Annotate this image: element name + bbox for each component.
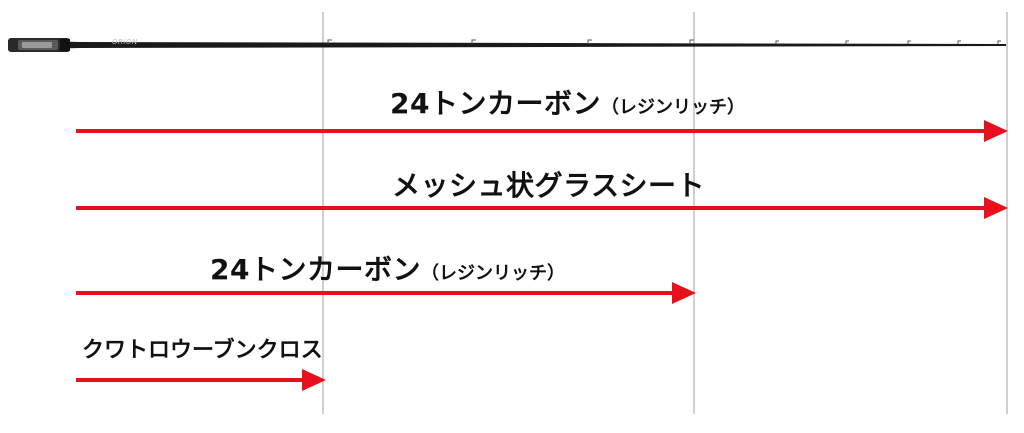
layer-3-label-main: 24トンカーボン xyxy=(210,253,421,286)
layer-1-arrow xyxy=(76,120,1008,142)
layer-1-label-sub: （レジンリッチ） xyxy=(600,97,745,118)
layer-2-arrow-head xyxy=(984,197,1008,219)
layer-4-label: クワトロウーブンクロス xyxy=(82,340,323,362)
layer-3-label: 24トンカーボン（レジンリッチ） xyxy=(210,256,565,284)
layer-1-arrow-shaft xyxy=(76,129,986,133)
layer-2-arrow xyxy=(76,197,1008,219)
layer-3-label-sub: （レジンリッチ） xyxy=(420,263,565,284)
layer-4-arrow-head xyxy=(302,369,326,391)
layer-1-label: 24トンカーボン（レジンリッチ） xyxy=(390,90,745,118)
layer-2-label-main: メッシュ状グラスシート xyxy=(392,169,705,202)
guide-line-1 xyxy=(322,12,324,414)
layer-3-arrow xyxy=(76,282,696,304)
layer-2-arrow-shaft xyxy=(76,206,986,210)
layer-4-arrow xyxy=(76,369,326,391)
rod-brand-text: ORION xyxy=(112,38,138,46)
fishing-rod-image xyxy=(8,38,1006,52)
layer-1-arrow-head xyxy=(984,120,1008,142)
layer-2-label: メッシュ状グラスシート xyxy=(392,172,705,200)
layer-1-label-main: 24トンカーボン xyxy=(390,87,601,120)
layer-4-label-main: クワトロウーブンクロス xyxy=(82,338,323,363)
layer-3-arrow-head xyxy=(672,282,696,304)
layer-4-arrow-shaft xyxy=(76,378,304,382)
layer-3-arrow-shaft xyxy=(76,291,674,295)
guide-line-2 xyxy=(693,12,695,414)
